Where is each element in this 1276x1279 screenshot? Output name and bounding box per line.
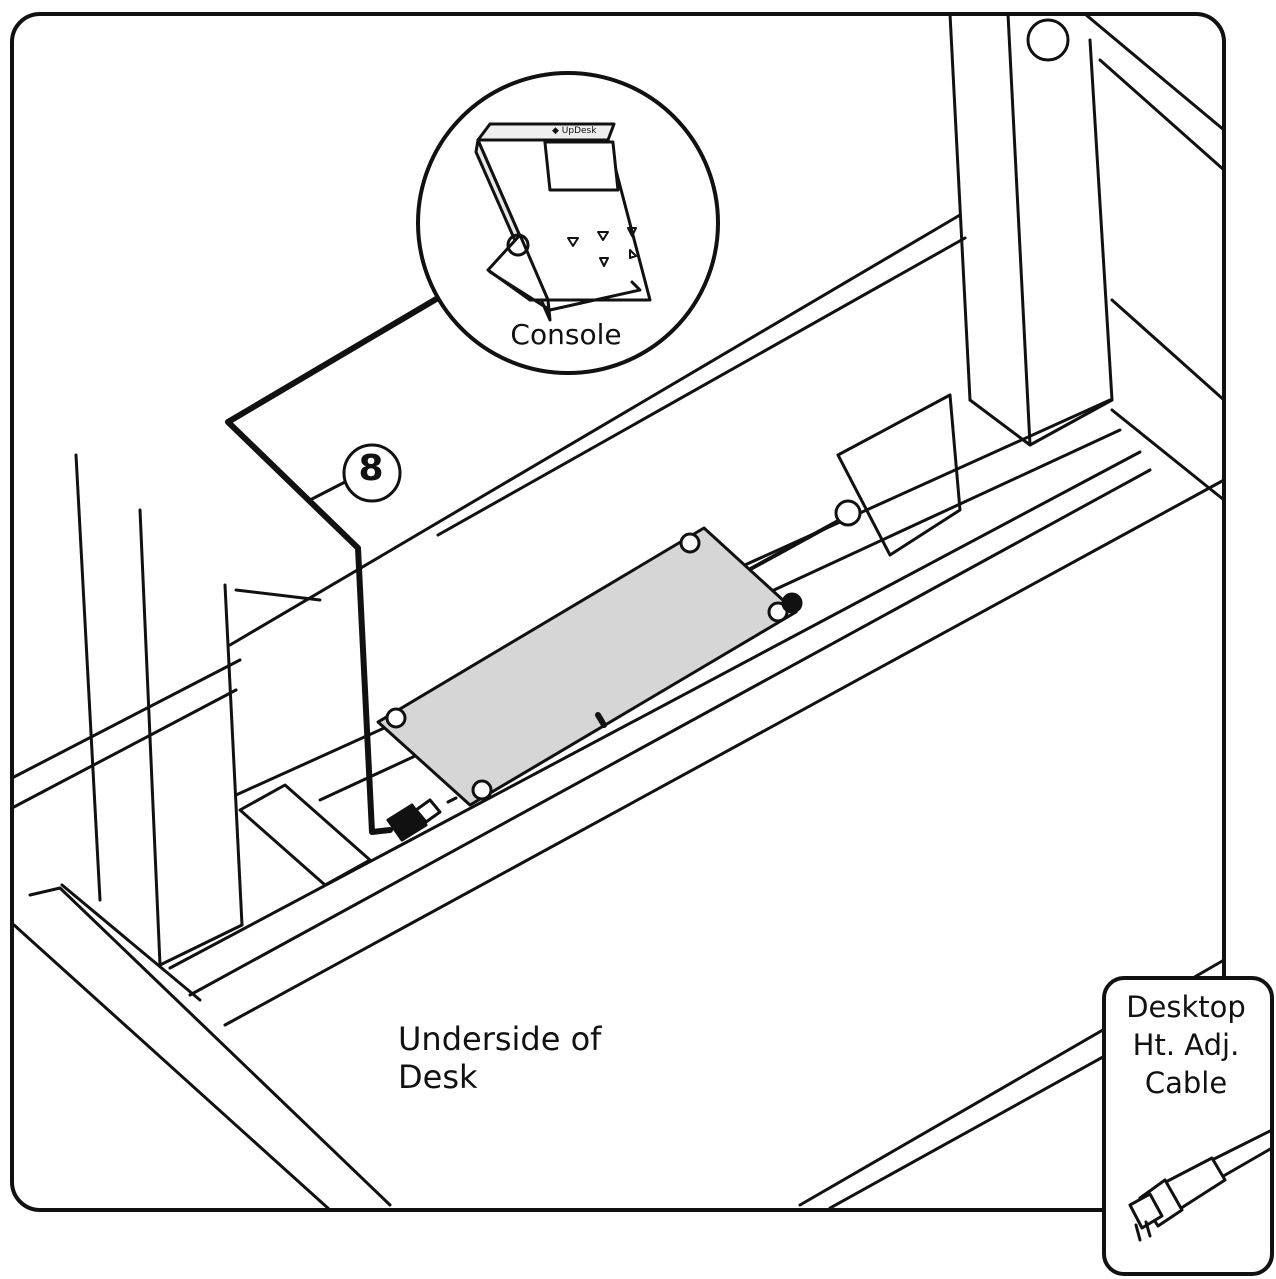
left-leg — [74, 453, 244, 967]
rj-connector-icon — [1128, 1128, 1274, 1242]
rail-end-block-right — [836, 393, 962, 557]
console-cable — [225, 295, 441, 835]
left-ledge-line — [234, 588, 322, 602]
back-wall-line-left — [10, 658, 242, 780]
diagram-frame — [10, 12, 1226, 1212]
rail-end-block-left — [238, 783, 372, 887]
inset-label-line1: Desktop — [1126, 990, 1246, 1024]
back-wall-line — [228, 213, 962, 647]
back-wall-line-lower — [436, 236, 967, 537]
back-wall-line-left-2 — [10, 688, 238, 810]
step-badge — [342, 443, 402, 503]
desk-front-edge — [12, 886, 1226, 1212]
underside-label-line2: Desk — [398, 1058, 478, 1096]
inset-label-line3: Cable — [1144, 1066, 1228, 1100]
right-leg — [948, 12, 1226, 502]
console-callout: ◆ UpDesk — [416, 71, 720, 375]
inset-label-line2: Ht. Adj. — [1132, 1028, 1240, 1062]
console-label: Console — [510, 318, 622, 351]
console-device-icon: ◆ UpDesk — [474, 122, 652, 322]
leg-bolt — [1026, 18, 1070, 62]
step-leader-line — [308, 480, 347, 502]
step-number: 8 — [358, 448, 384, 489]
control-box — [376, 526, 803, 807]
console-cable-plug — [386, 796, 458, 842]
mounting-rail — [60, 398, 1226, 1027]
cable-inset — [1102, 976, 1274, 1276]
svg-text:◆ UpDesk: ◆ UpDesk — [552, 126, 597, 136]
underside-label-line1: Underside of — [398, 1020, 602, 1058]
